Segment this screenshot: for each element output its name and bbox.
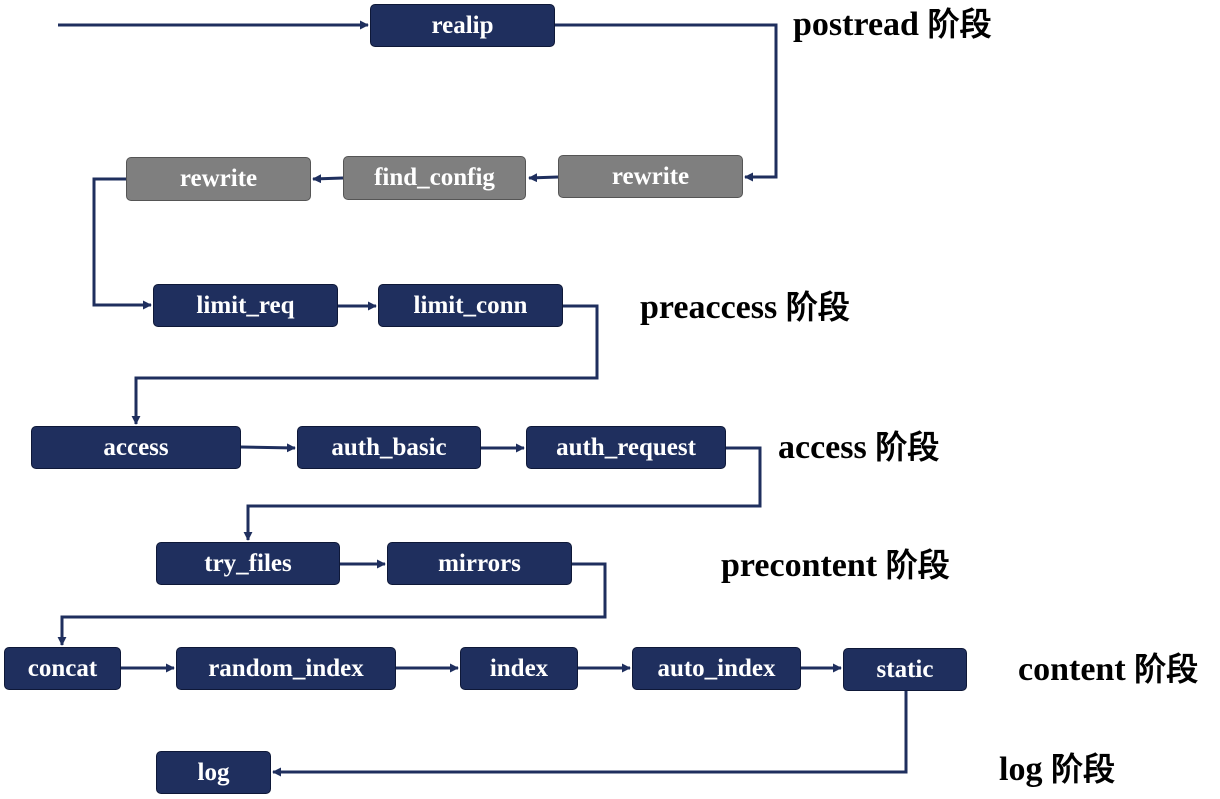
phase-name: precontent [721,547,878,584]
phase-suffix: 阶段 [1134,650,1199,688]
arrow-rewrite-to-find-config [528,173,559,183]
find-config-node: find_config [343,156,526,200]
limit-conn-node: limit_conn [378,284,563,327]
phase-name: content [1018,651,1126,688]
limit-req-node: limit_req [153,284,338,327]
phase-suffix: 阶段 [785,288,850,326]
phase-suffix: 阶段 [1050,750,1115,788]
phase-suffix: 阶段 [875,428,940,466]
phase-name: access [778,429,867,466]
realip-node: realip [370,4,555,47]
rewrite-postread-node: rewrite [558,155,743,198]
access-node: access [31,426,241,469]
arrow-rewrite-to-limit-req [92,177,152,310]
phase-label-access: access 阶段 [778,431,939,465]
arrow-static-to-log [272,691,908,777]
auth-request-node: auth_request [526,426,726,469]
phase-label-postread: postread 阶段 [793,8,991,42]
phase-label-precontent: precontent 阶段 [721,549,950,583]
rewrite-node: rewrite [126,157,311,201]
phase-name: postread [793,6,919,43]
arrow-realip-to-rewrite [555,23,778,182]
arrow-find-config-to-rewrite [312,174,344,184]
log-node: log [156,751,271,794]
phase-suffix: 阶段 [885,546,950,584]
auto-index-node: auto_index [632,647,801,690]
random-index-node: random_index [176,647,396,690]
auth-basic-node: auth_basic [297,426,481,469]
arrow-access-to-auth-basic [240,443,296,453]
phase-label-log: log 阶段 [999,753,1115,787]
mirrors-node: mirrors [387,542,572,585]
static-node: static [843,648,967,691]
arrow-mirrors-to-concat [57,562,607,646]
phase-label-preaccess: preaccess 阶段 [640,291,850,325]
try-files-node: try_files [156,542,340,585]
phase-name: preaccess [640,289,778,326]
arrow-limit-conn-to-access [131,304,599,425]
arrow-auth-request-to-try-files [243,446,762,541]
index-node: index [460,647,578,690]
phase-label-content: content 阶段 [1018,653,1198,687]
phase-name: log [999,751,1043,788]
concat-node: concat [4,647,121,690]
phase-suffix: 阶段 [927,5,992,43]
